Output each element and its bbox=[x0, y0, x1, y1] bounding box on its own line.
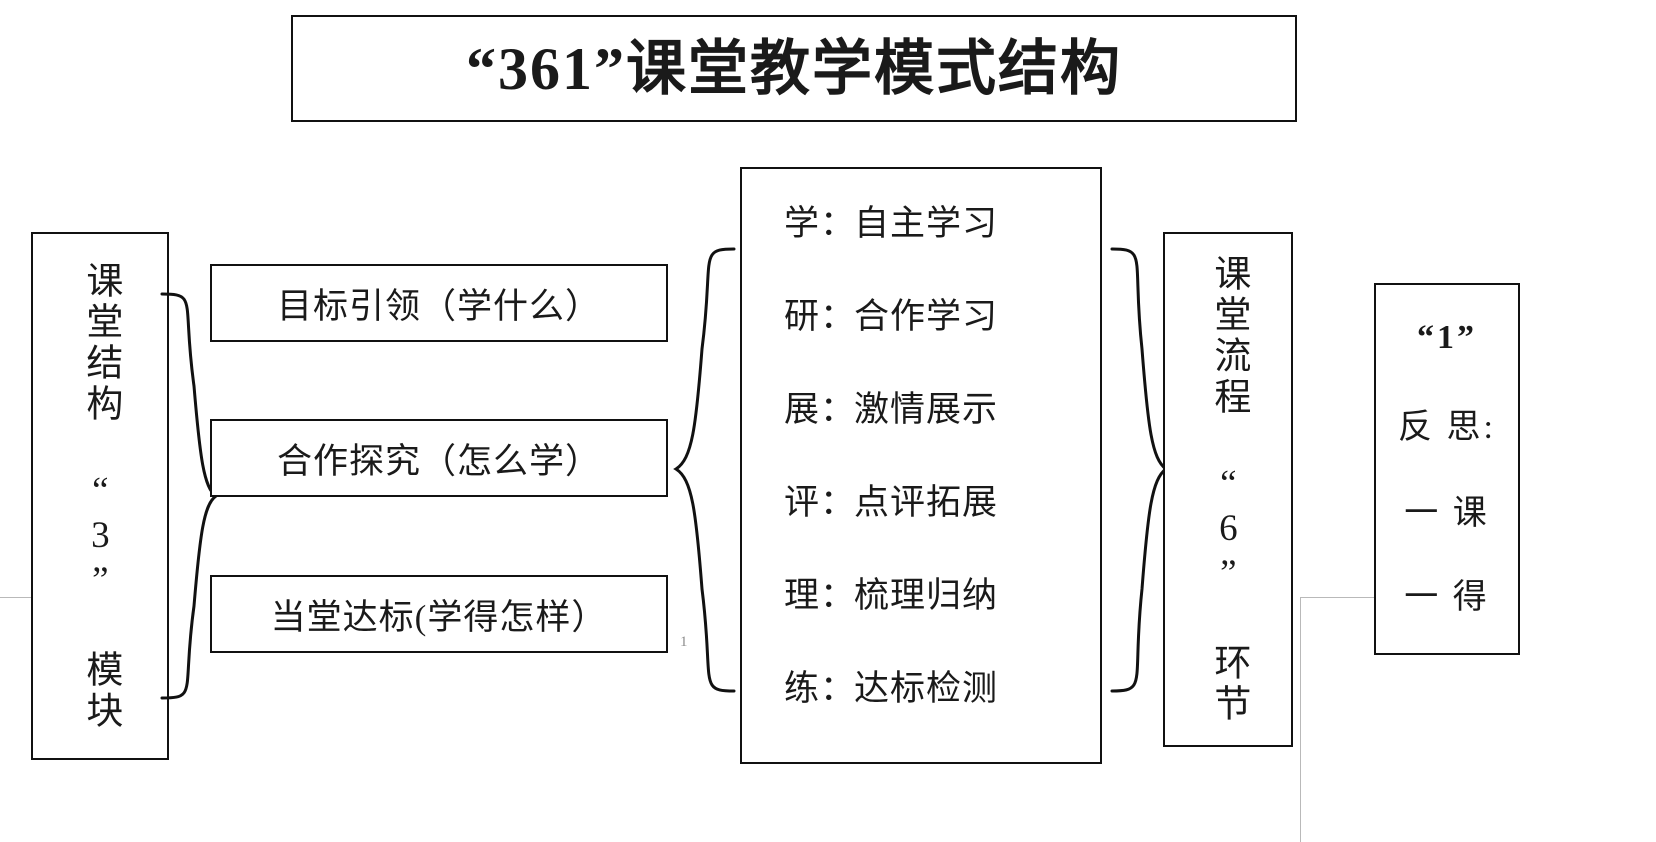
step-key-5: 练： bbox=[784, 669, 857, 708]
left-panel-box: 课堂结构 “3” 模块 bbox=[31, 232, 169, 760]
step-row: 展： 激情展示 bbox=[742, 381, 1100, 474]
middle-brace-icon bbox=[673, 247, 736, 693]
page-title: “361”课堂教学模式结构 bbox=[466, 35, 1122, 102]
step-row: 研： 合作学习 bbox=[742, 288, 1100, 381]
module-label-1: 合作探究（怎么学） bbox=[276, 441, 601, 481]
page-rule-right bbox=[1300, 597, 1376, 598]
step-key-1: 研： bbox=[784, 297, 857, 336]
step-key-4: 理： bbox=[784, 576, 857, 615]
module-box-goal[interactable]: 目标引领（学什么） bbox=[210, 264, 668, 342]
module-box-assess[interactable]: 当堂达标(学得怎样） bbox=[210, 575, 668, 653]
far-right-line-0: “1” bbox=[1417, 319, 1477, 356]
module-label-2: 当堂达标(学得怎样） bbox=[270, 597, 608, 637]
far-right-line-1: 反 思: bbox=[1398, 409, 1496, 446]
right-panel-box: 课堂流程 “6” 环节 bbox=[1163, 232, 1293, 747]
left-panel-label: 课堂结构 “3” 模块 bbox=[79, 260, 121, 732]
page-rule-right-vertical bbox=[1300, 597, 1301, 842]
module-box-cooperate[interactable]: 合作探究（怎么学） bbox=[210, 419, 668, 497]
step-value-2: 激情展示 bbox=[854, 390, 999, 429]
step-value-4: 梳理归纳 bbox=[854, 576, 999, 615]
far-right-line-3: 一 得 bbox=[1404, 579, 1490, 616]
step-row: 评： 点评拓展 bbox=[742, 474, 1100, 567]
right-brace-icon bbox=[1110, 247, 1169, 693]
step-key-3: 评： bbox=[784, 483, 857, 522]
step-row: 理： 梳理归纳 bbox=[742, 567, 1100, 660]
step-value-3: 点评拓展 bbox=[854, 483, 999, 522]
step-value-0: 自主学习 bbox=[854, 204, 999, 243]
right-panel-label: 课堂流程 “6” 环节 bbox=[1207, 254, 1249, 725]
steps-box: 学： 自主学习 研： 合作学习 展： 激情展示 评： 点评拓展 理： 梳理归纳 … bbox=[740, 167, 1102, 764]
step-key-2: 展： bbox=[784, 390, 857, 429]
module-label-0: 目标引领（学什么） bbox=[276, 286, 601, 326]
step-value-1: 合作学习 bbox=[854, 297, 999, 336]
far-right-panel-box: “1” 反 思: 一 课 一 得 bbox=[1374, 283, 1520, 655]
step-value-5: 达标检测 bbox=[854, 669, 999, 708]
page-rule-left bbox=[0, 597, 32, 598]
title-box: “361”课堂教学模式结构 bbox=[291, 15, 1297, 122]
step-row: 练： 达标检测 bbox=[742, 660, 1100, 753]
page-number: 1 bbox=[680, 634, 688, 650]
far-right-line-2: 一 课 bbox=[1404, 495, 1490, 532]
step-key-0: 学： bbox=[784, 204, 857, 243]
step-row: 学： 自主学习 bbox=[742, 195, 1100, 288]
